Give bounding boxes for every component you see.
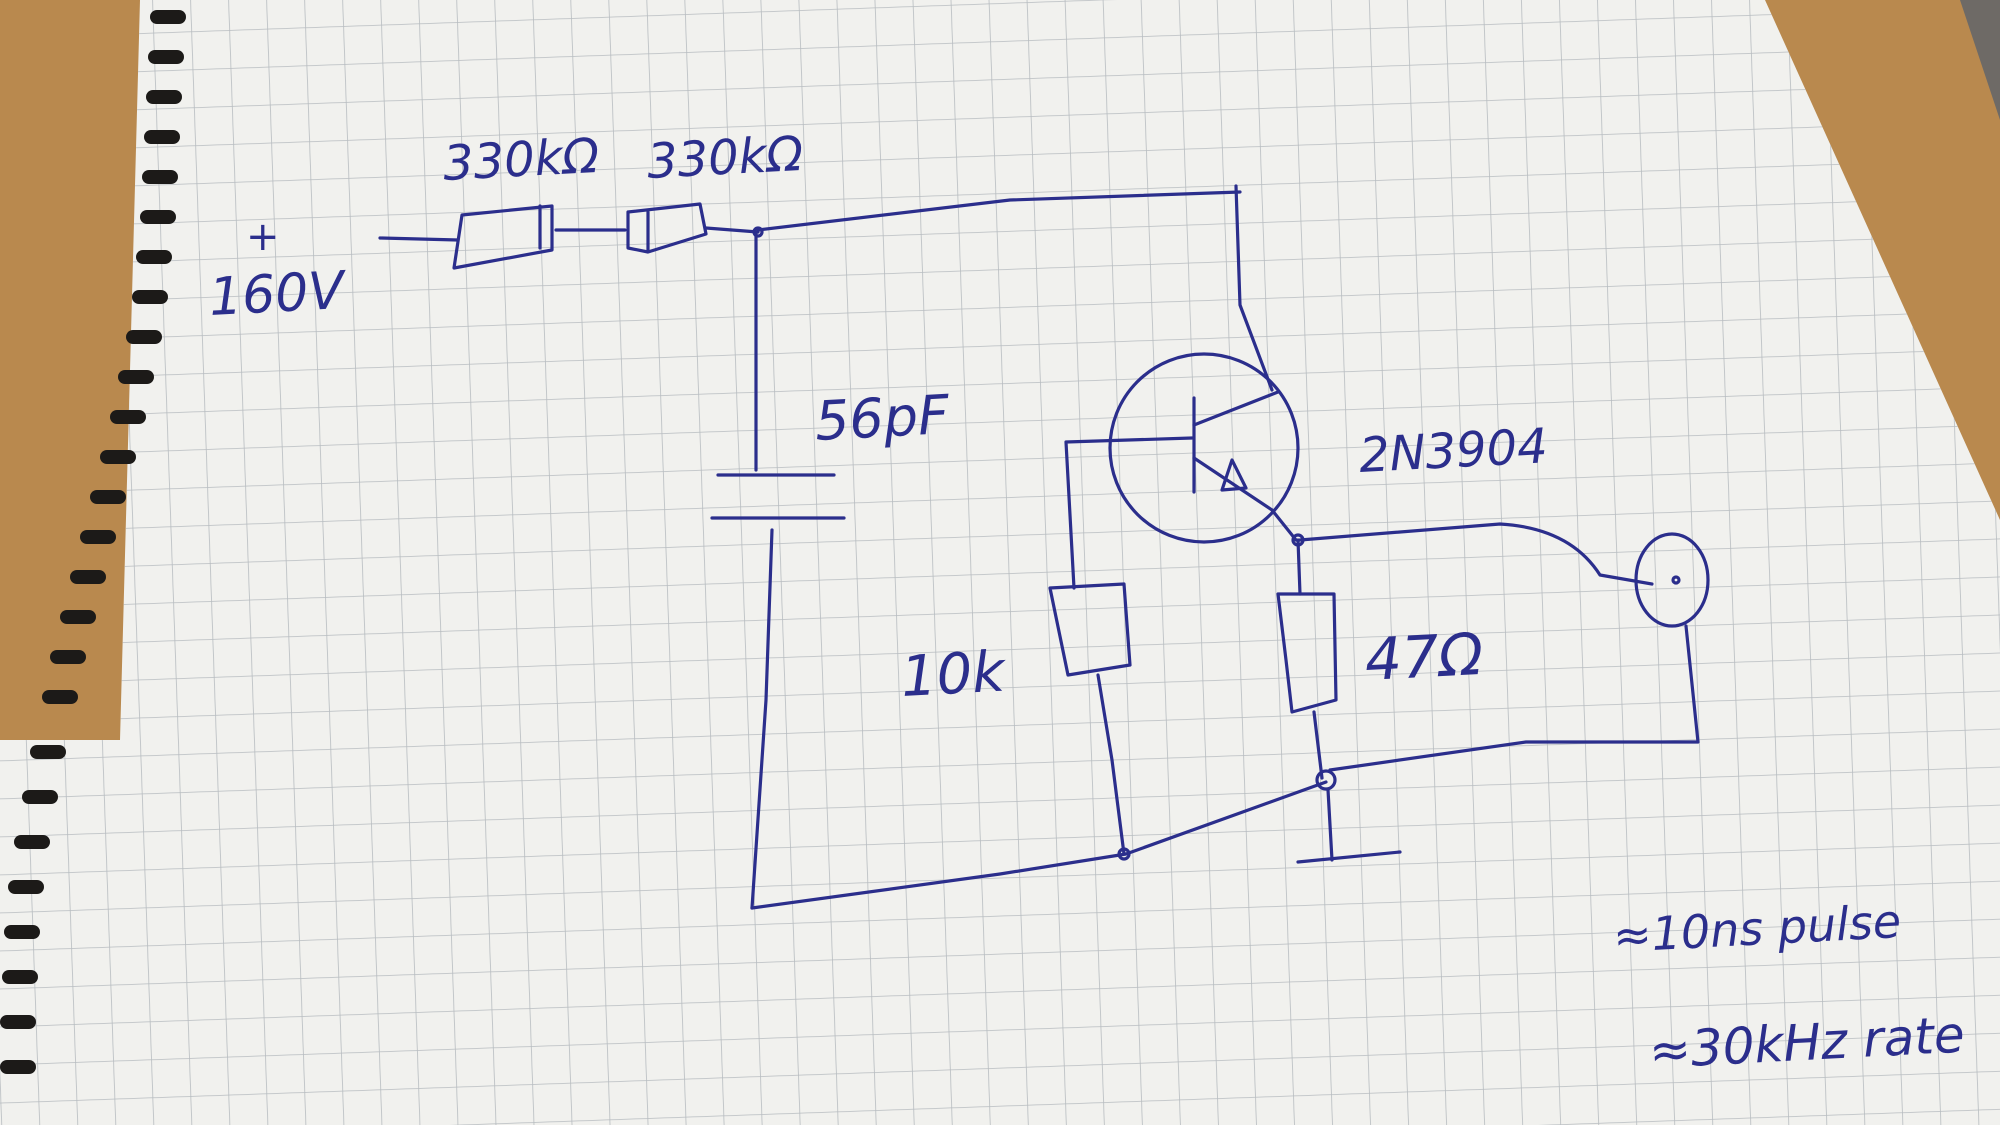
- resistor-r2-label: 330kΩ: [646, 126, 805, 190]
- output-connector: [1634, 532, 1710, 628]
- transistor-2n3904-circle: [1108, 352, 1300, 544]
- wire-base: [1064, 436, 1194, 590]
- resistor-47ohm-label: 47Ω: [1363, 620, 1485, 694]
- schematic: [378, 184, 1710, 910]
- source-plus-label: +: [246, 214, 280, 260]
- wire-ground-stem: [1326, 788, 1334, 862]
- transistor-collector: [1192, 390, 1280, 427]
- transistor-emitter-arrow: [1220, 458, 1248, 492]
- ground-symbol: [1296, 850, 1402, 864]
- wire-47-bottom: [1312, 710, 1324, 780]
- resistor-10k-label: 10k: [899, 640, 1009, 710]
- spiral-holes: [0, 10, 186, 1074]
- wire-bottom-rail: [750, 780, 1328, 910]
- junction-top: [752, 226, 764, 238]
- resistor-47ohm: [1276, 592, 1338, 714]
- capacitor-label: 56pF: [813, 383, 951, 453]
- wire-emitter-down: [1296, 538, 1302, 596]
- resistor-10k: [1048, 582, 1132, 677]
- wire-collector: [1234, 184, 1274, 392]
- transistor-label: 2N3904: [1358, 418, 1549, 484]
- desk-corner: [1960, 0, 2000, 120]
- resistor-r1-label: 330kΩ: [442, 128, 601, 192]
- wire-10k-bottom: [1096, 673, 1126, 856]
- wire-r2-node: [704, 226, 760, 234]
- transistor-emitter: [1192, 456, 1298, 542]
- wire-output-return: [1328, 624, 1700, 772]
- resistor-r2: [626, 202, 708, 254]
- wire-cap-bottom: [750, 528, 774, 910]
- junction-ground: [1315, 769, 1337, 791]
- output-connector-pin: [1671, 575, 1681, 585]
- input-wire: [378, 236, 460, 242]
- source-voltage-label: 160V: [208, 261, 349, 328]
- resistor-r1: [452, 204, 554, 270]
- wire-output: [1298, 522, 1654, 586]
- wire-top-rail: [756, 190, 1242, 232]
